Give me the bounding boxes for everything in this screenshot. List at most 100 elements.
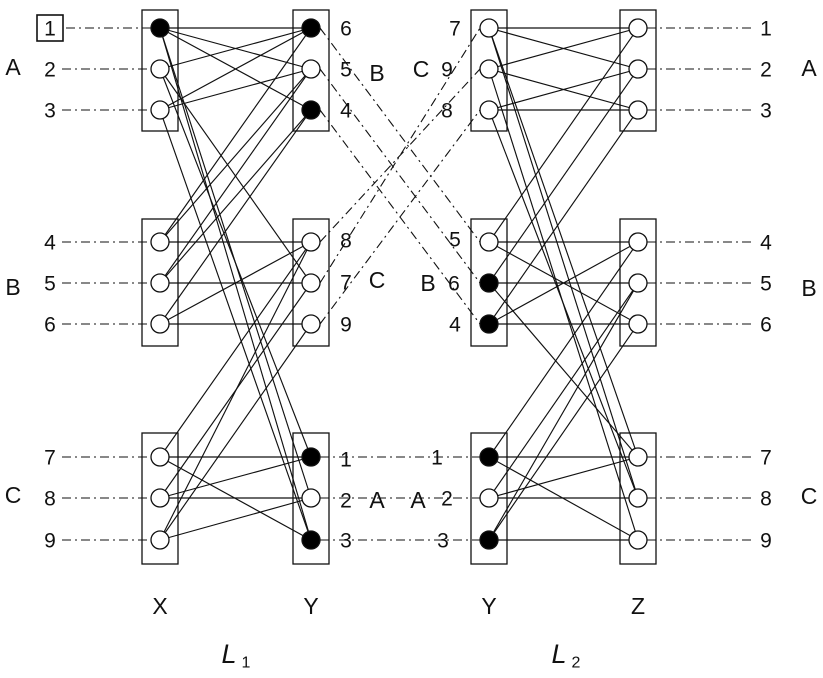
x-row-label: 7 bbox=[44, 447, 56, 470]
column-frame bbox=[470, 9, 508, 132]
node-y-l1 bbox=[301, 314, 321, 334]
crossing-dash-line bbox=[319, 109, 481, 325]
edge-line bbox=[159, 109, 312, 325]
y-l2-row-label: 5 bbox=[449, 229, 461, 252]
node-x bbox=[150, 447, 170, 467]
node-x bbox=[150, 314, 170, 334]
node-x bbox=[150, 100, 170, 120]
block-title-l1-subscript: 1 bbox=[242, 655, 251, 672]
node-x bbox=[150, 273, 170, 293]
node-y-l2 bbox=[479, 18, 499, 38]
edge-line bbox=[159, 68, 312, 284]
edge-line bbox=[159, 68, 312, 243]
y-l1-row-label: 4 bbox=[340, 100, 352, 123]
edge-line bbox=[159, 27, 312, 111]
group-label-y-l2: A bbox=[410, 487, 426, 513]
column-frame bbox=[292, 9, 330, 132]
edge-line bbox=[159, 241, 312, 458]
group-label-z: B bbox=[801, 275, 816, 301]
node-z bbox=[628, 530, 648, 550]
node-y-l2 bbox=[479, 488, 499, 508]
edge-line bbox=[488, 282, 639, 499]
y-l2-row-label: 9 bbox=[441, 59, 453, 82]
column-label-y-l2: Y bbox=[481, 593, 496, 619]
column-label-z: Z bbox=[631, 593, 645, 619]
y-l2-row-label: 4 bbox=[449, 314, 461, 337]
node-z bbox=[628, 232, 648, 252]
node-z bbox=[628, 59, 648, 79]
node-x bbox=[150, 18, 170, 38]
z-row-label: 2 bbox=[760, 59, 772, 82]
group-label-z: C bbox=[801, 483, 818, 509]
node-z bbox=[628, 273, 648, 293]
crossing-dash-line bbox=[319, 27, 481, 243]
edge-line bbox=[159, 68, 312, 111]
column-label-y-l1: Y bbox=[303, 593, 318, 619]
y-l1-row-label: 8 bbox=[340, 230, 352, 253]
y-l1-row-label: 3 bbox=[340, 530, 352, 553]
edge-line bbox=[488, 282, 639, 458]
y-l2-row-label: 3 bbox=[437, 530, 449, 553]
edge-line bbox=[488, 27, 639, 499]
x-row-label: 6 bbox=[44, 314, 56, 337]
y-l2-row-label: 7 bbox=[449, 18, 461, 41]
edge-line bbox=[488, 282, 639, 541]
group-label-y-l1: A bbox=[369, 487, 385, 513]
node-y-l1 bbox=[301, 18, 321, 38]
y-l1-row-label: 2 bbox=[340, 490, 352, 513]
node-y-l1 bbox=[301, 447, 321, 467]
edge-line bbox=[159, 109, 312, 284]
crossing-dash-line bbox=[319, 68, 481, 284]
node-y-l1 bbox=[301, 232, 321, 252]
y-l1-row-label: 7 bbox=[340, 272, 352, 295]
y-l2-row-label: 6 bbox=[448, 273, 460, 296]
y-l2-row-label: 1 bbox=[431, 447, 443, 470]
node-z bbox=[628, 314, 648, 334]
edge-line bbox=[488, 68, 639, 284]
node-y-l2 bbox=[479, 314, 499, 334]
group-label-x: B bbox=[5, 274, 20, 300]
y-l1-row-label: 5 bbox=[340, 59, 352, 82]
y-l1-row-label: 1 bbox=[340, 449, 352, 472]
node-z bbox=[628, 447, 648, 467]
edge-line bbox=[488, 323, 639, 541]
network-edges bbox=[159, 27, 639, 541]
node-z bbox=[628, 100, 648, 120]
group-label-x: C bbox=[5, 482, 22, 508]
edge-line bbox=[159, 241, 312, 541]
edge-line bbox=[159, 497, 312, 541]
group-label-y-l1: C bbox=[369, 267, 386, 293]
node-y-l2 bbox=[479, 530, 499, 550]
z-row-label: 1 bbox=[760, 18, 772, 41]
x-row-label: 3 bbox=[44, 100, 56, 123]
node-x bbox=[150, 488, 170, 508]
x-row-label: 2 bbox=[44, 59, 56, 82]
column-frame bbox=[141, 9, 179, 132]
z-row-label: 5 bbox=[760, 273, 772, 296]
node-y-l1 bbox=[301, 530, 321, 550]
node-y-l2 bbox=[479, 273, 499, 293]
z-row-label: 9 bbox=[760, 530, 772, 553]
z-row-label: 4 bbox=[760, 232, 772, 255]
z-row-label: 3 bbox=[760, 100, 772, 123]
block-title-l2-letter: L bbox=[551, 639, 566, 669]
block-title-l2-subscript: 2 bbox=[572, 655, 581, 672]
x-row-label: 8 bbox=[44, 488, 56, 511]
edge-line bbox=[159, 323, 312, 541]
node-x bbox=[150, 232, 170, 252]
y-l2-row-label: 8 bbox=[441, 100, 453, 123]
x-row-label: 9 bbox=[44, 530, 56, 553]
edge-line bbox=[159, 27, 312, 243]
node-x bbox=[150, 59, 170, 79]
x-row-label: 1 bbox=[44, 18, 56, 41]
dash-dot-lines bbox=[62, 27, 752, 541]
node-y-l2 bbox=[479, 232, 499, 252]
edge-line bbox=[159, 456, 312, 499]
column-label-x: X bbox=[152, 593, 167, 619]
node-y-l1 bbox=[301, 59, 321, 79]
node-z bbox=[628, 18, 648, 38]
node-x bbox=[150, 530, 170, 550]
group-label-z: A bbox=[801, 55, 817, 81]
